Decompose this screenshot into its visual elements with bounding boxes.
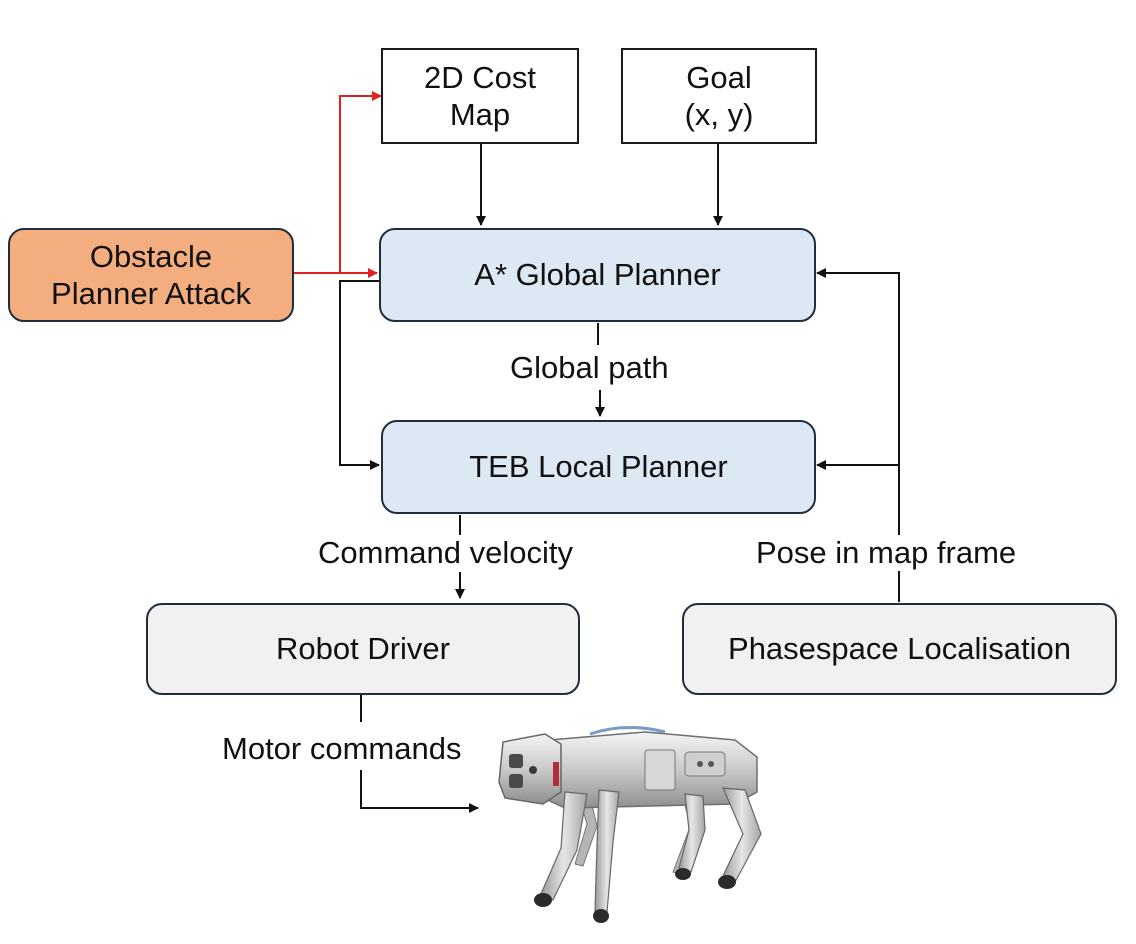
obstacle-planner-attack-box: Obstacle Planner Attack	[8, 228, 294, 322]
global-path-label: Global path	[510, 350, 669, 386]
pose-label: Pose in map frame	[756, 535, 1017, 571]
cost-map-box: 2D Cost Map	[381, 48, 579, 144]
attack-to-costmap-arrow	[339, 91, 382, 273]
goal-box: Goal (x, y)	[621, 48, 817, 144]
global-planner-box: A* Global Planner	[379, 228, 816, 322]
quadruped-robot-icon	[498, 725, 762, 923]
local-planner-box: TEB Local Planner	[381, 420, 816, 514]
motor-commands-arrow	[360, 770, 479, 813]
pose-to-global-arrow	[816, 268, 900, 538]
global-to-local-bypass-arrow	[339, 280, 380, 470]
attack-arrows	[293, 91, 382, 278]
localisation-box: Phasespace Localisation	[682, 603, 1117, 695]
command-velocity-label: Command velocity	[318, 535, 573, 571]
motor-commands-label: Motor commands	[222, 731, 462, 767]
robot-driver-box: Robot Driver	[146, 603, 580, 695]
